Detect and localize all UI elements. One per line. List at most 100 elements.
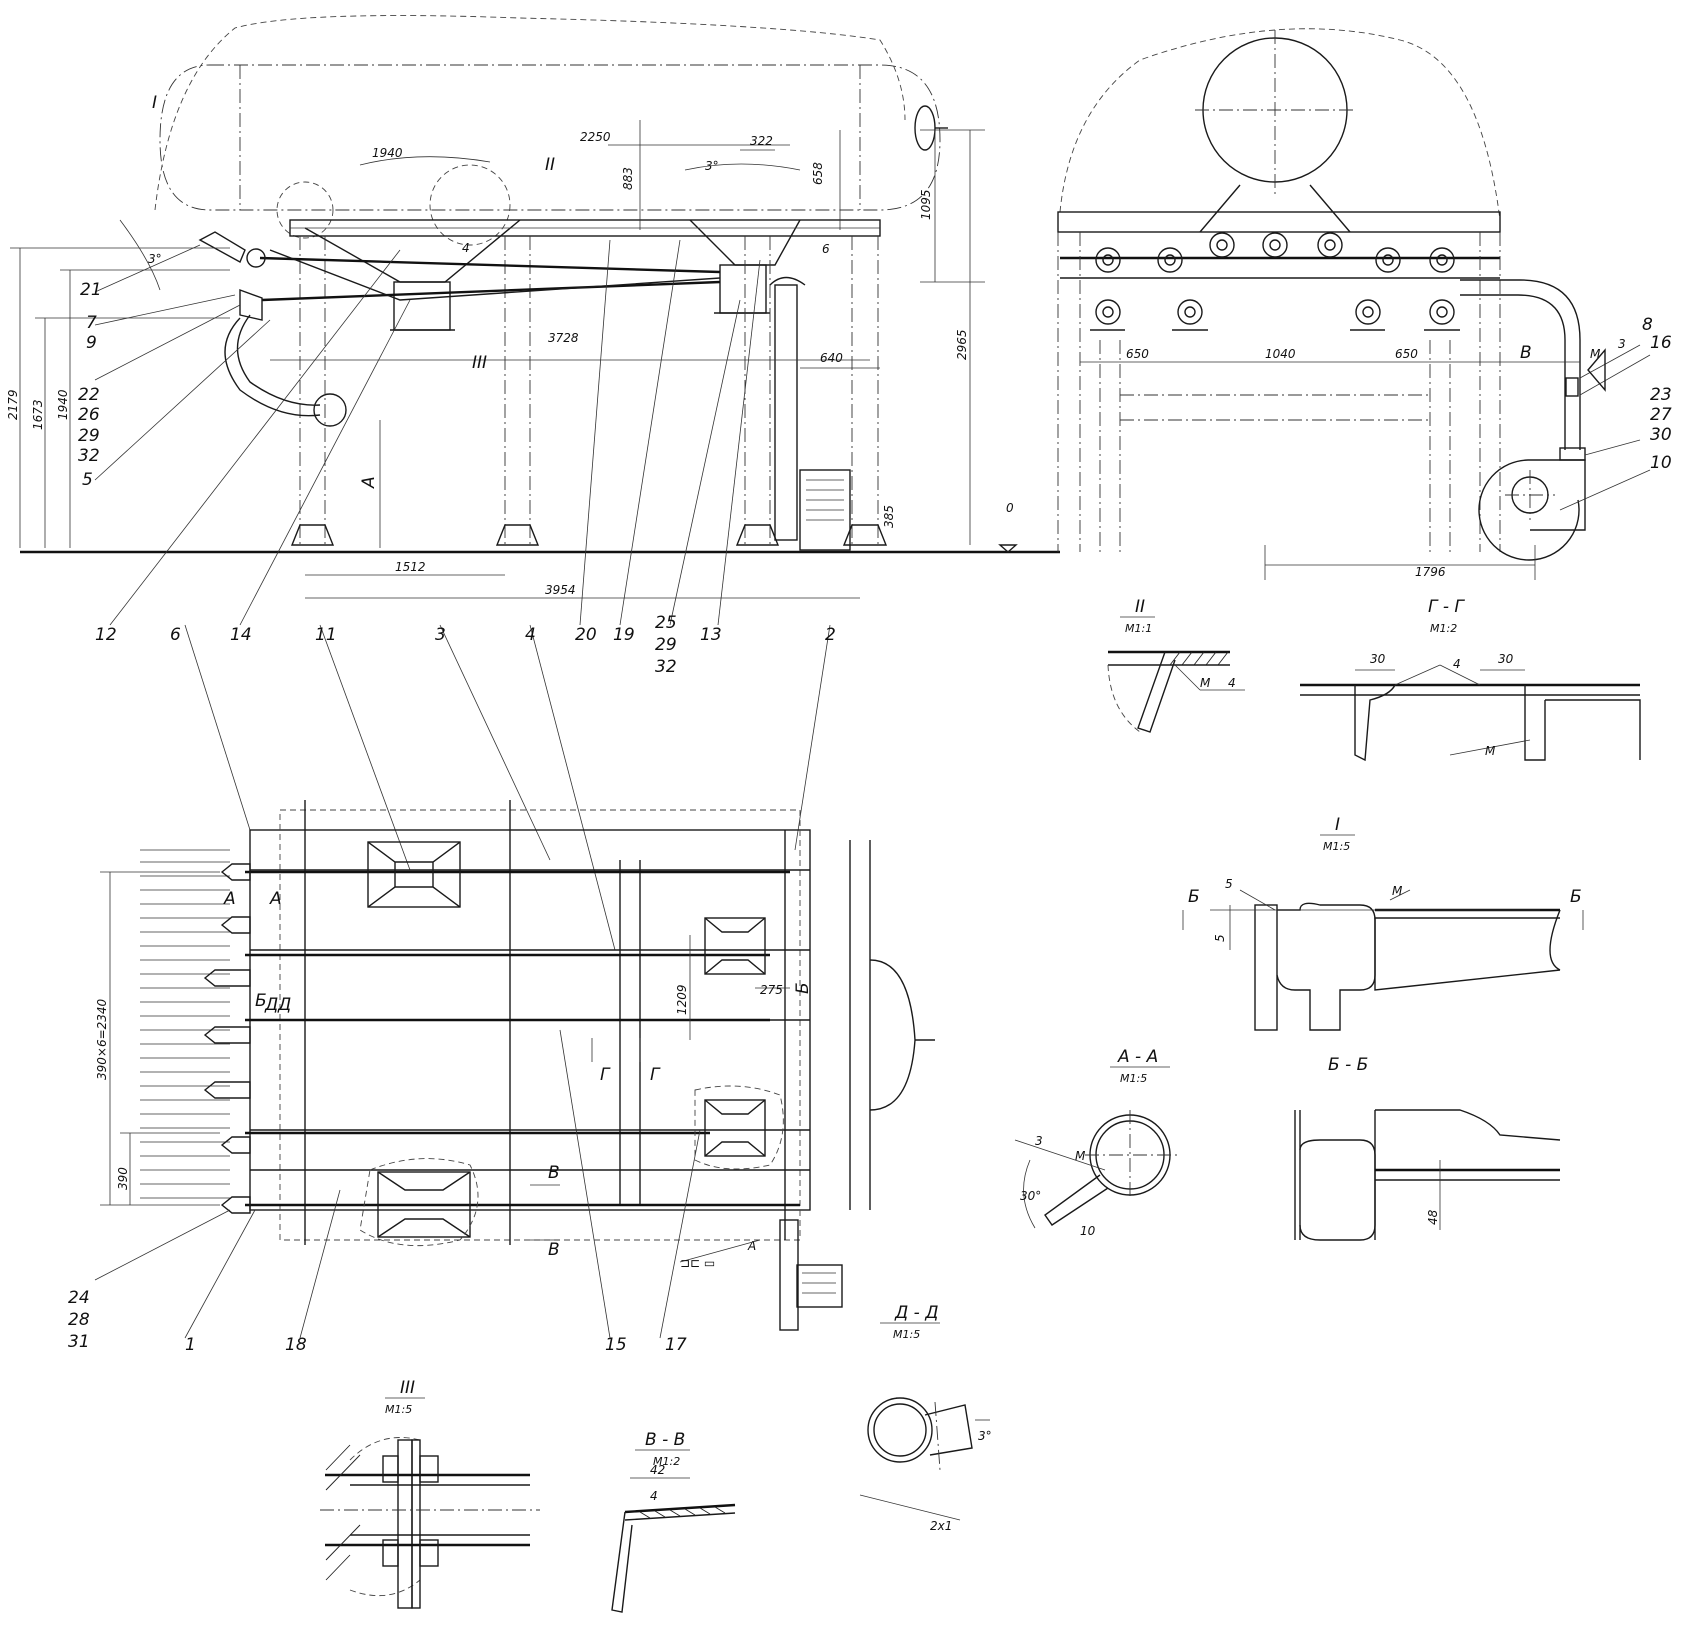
plan-view: 390×6=2340 390 275 1209 A A Б Б Д Д Г Г … (68, 800, 935, 1355)
weld-note-4: 4 (462, 241, 470, 255)
dim-390x6: 390×6=2340 (95, 998, 109, 1080)
part-label-26: 26 (78, 405, 100, 425)
detail-II-weld-M: M (1200, 676, 1211, 690)
detail-I-weld-M: M (1392, 884, 1403, 898)
dim-2179: 2179 (6, 389, 20, 420)
part-label-32: 32 (78, 446, 100, 466)
mark-section-II: II (545, 155, 555, 175)
part-label-22: 22 (78, 385, 100, 405)
dim-1209: 1209 (675, 984, 689, 1015)
detail-VV-scale: M1:2 (653, 1455, 680, 1468)
mark-G-left: Г (600, 1065, 611, 1085)
detail-GG-dim-30-left: 30 (1370, 652, 1386, 666)
side-view: 650 1040 650 1796 M 3 B 8 16 23 27 30 10 (1057, 28, 1672, 580)
detail-G-G: Г - Г M1:2 30 4 30 M (1300, 597, 1641, 762)
part-label-1: 1 (185, 1335, 196, 1355)
detail-AA-title: A - A (1117, 1047, 1158, 1067)
part-label-28: 28 (68, 1310, 90, 1330)
dim-3deg-1: 1940 (372, 146, 403, 160)
part-label-5: 5 (82, 470, 93, 490)
dim-1512: 1512 (395, 560, 426, 574)
detail-AA-weld-M: M (1075, 1149, 1086, 1163)
dim-2250: 2250 (580, 130, 611, 144)
part-label-4: 4 (525, 625, 536, 645)
detail-DD-scale: M1:5 (893, 1328, 920, 1341)
part-label-27: 27 (1650, 405, 1672, 425)
dim-1040: 1040 (1265, 347, 1296, 361)
mark-B-left-plan: Б (255, 991, 267, 1011)
dim-390: 390 (116, 1167, 130, 1190)
dim-650-right: 650 (1395, 347, 1418, 361)
detail-GG-title: Г - Г (1428, 597, 1465, 617)
detail-II-weld-4: 4 (1228, 676, 1236, 690)
mark-section-I: I (152, 93, 157, 113)
part-label-7: 7 (86, 313, 97, 333)
detail-A-A: A - A M1:5 3 M 30° 10 (1014, 1047, 1180, 1238)
dim-3954: 3954 (545, 583, 576, 597)
detail-II-scale: M1:1 (1125, 622, 1152, 635)
detail-I-weld-5: 5 (1225, 877, 1233, 891)
detail-I-scale: M1:5 (1323, 840, 1350, 853)
weld-note-6: 6 (822, 242, 830, 256)
dim-3728: 3728 (548, 331, 579, 345)
detail-GG-dim-30-right: 30 (1498, 652, 1514, 666)
mark-D-plan: Д (264, 995, 278, 1015)
part-label-24: 24 (68, 1288, 90, 1308)
detail-GG-scale: M1:2 (1430, 622, 1457, 635)
part-label-21: 21 (80, 280, 102, 300)
dim-658: 658 (811, 162, 825, 185)
part-label-6: 6 (170, 625, 181, 645)
dim-650-left: 650 (1126, 347, 1149, 361)
weld-symbol-plan: ⊐⊏ ▭ (680, 1256, 715, 1270)
part-label-20: 20 (575, 625, 597, 645)
mark-D2-plan: Д (277, 995, 291, 1015)
detail-III-title: III (400, 1378, 415, 1398)
part-label-13: 13 (700, 625, 722, 645)
detail-AA-angle: 30° (1020, 1189, 1041, 1203)
part-label-29: 29 (78, 426, 100, 446)
dim-322: 322 (750, 134, 773, 148)
part-label-9: 9 (86, 333, 97, 353)
detail-DD-angle: 3° (978, 1429, 992, 1443)
dim-3deg-2: 3° (705, 159, 719, 173)
part-label-19: 19 (613, 625, 635, 645)
detail-DD-title: Д - Д (894, 1303, 939, 1323)
dim-640: 640 (820, 351, 843, 365)
detail-B-B: Б - Б 48 (1294, 1055, 1561, 1241)
detail-I-mark-B-right: Б (1570, 887, 1582, 907)
weld-3-side: 3 (1618, 337, 1626, 351)
part-label-3: 3 (435, 625, 446, 645)
detail-BB-dim-48: 48 (1426, 1209, 1440, 1225)
mark-G-right: Г (650, 1065, 661, 1085)
dim-385: 385 (882, 505, 896, 528)
detail-V-V: В - В M1:2 42 4 (611, 1430, 736, 1613)
detail-AA-weld-3: 3 (1035, 1134, 1043, 1148)
detail-BB-title: Б - Б (1328, 1055, 1368, 1075)
part-label-30: 30 (1650, 425, 1672, 445)
detail-I-mark-B-left: Б (1188, 887, 1200, 907)
detail-GG-weld-M: M (1485, 744, 1496, 758)
part-label-31: 31 (68, 1332, 90, 1352)
detail-AA-dim-10: 10 (1080, 1224, 1096, 1238)
part-label-14: 14 (230, 625, 252, 645)
part-label-29b: 29 (655, 635, 677, 655)
part-label-18: 18 (285, 1335, 307, 1355)
detail-II-title: II (1135, 597, 1145, 617)
part-label-10: 10 (1650, 453, 1672, 473)
detail-GG-weld-4: 4 (1453, 657, 1461, 671)
part-label-23: 23 (1650, 385, 1672, 405)
mark-B-plan: Б (793, 982, 813, 994)
mark-A-right: A (269, 889, 282, 909)
mark-V-bottom: В (548, 1240, 560, 1260)
mark-section-III: III (472, 353, 487, 373)
part-label-15: 15 (605, 1335, 627, 1355)
dim-1095: 1095 (919, 189, 933, 220)
part-label-2: 2 (825, 625, 836, 645)
detail-III: III M1:5 (320, 1378, 540, 1609)
mark-V-top: В (548, 1163, 560, 1183)
dim-2965: 2965 (955, 329, 969, 360)
detail-VV-dim-42: 42 (650, 1463, 665, 1477)
part-label-17: 17 (665, 1335, 687, 1355)
part-label-25: 25 (655, 613, 677, 633)
